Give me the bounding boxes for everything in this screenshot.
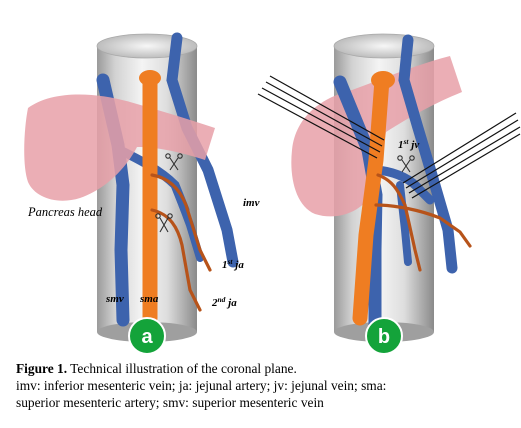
jejunal-vein-lower-a — [171, 181, 204, 262]
panel-badge-b: b — [365, 317, 403, 355]
sma-artery-b — [352, 71, 395, 326]
first-jejunal-vein-b — [373, 165, 435, 205]
caption-title-line: Figure 1. Technical illustration of the … — [16, 360, 516, 377]
label-first-jv: 1st jv — [398, 137, 419, 151]
second-jejunal-artery-a — [150, 208, 202, 312]
label-second-ja: 2nd ja — [211, 295, 237, 309]
clip-icon-a2 — [155, 213, 173, 233]
jejunal-arteries-b — [374, 173, 472, 272]
caption-title: Technical illustration of the coronal pl… — [67, 361, 297, 376]
label-imv: imv — [243, 197, 260, 209]
label-smv: smv — [105, 293, 124, 305]
caption-legend-line-1: imv: inferior mesenteric vein; ja: jejun… — [16, 378, 387, 393]
clip-icon-b — [397, 155, 415, 173]
imv-vein-b — [398, 34, 458, 274]
panel-b: 1st jv b — [257, 33, 521, 355]
retraction-tapes-b — [257, 75, 521, 199]
sma-artery-a — [139, 70, 161, 326]
figure-illustration: Pancreas head imv 1st ja 2nd ja smv sma … — [24, 32, 521, 355]
figure-caption: Figure 1. Technical illustration of the … — [16, 360, 516, 411]
panel-badge-a: a — [128, 317, 166, 355]
svg-text:a: a — [141, 326, 153, 348]
caption-legend-line-2: superior mesenteric artery; smv: superio… — [16, 395, 324, 410]
svg-text:b: b — [378, 326, 390, 348]
figure-label: Figure 1. — [16, 361, 68, 376]
label-first-ja: 1st ja — [222, 257, 244, 271]
label-pancreas-head: Pancreas head — [27, 205, 103, 219]
clip-icon-a1 — [165, 153, 183, 171]
first-jejunal-artery-a — [150, 173, 212, 272]
pancreas-head-a — [24, 94, 215, 201]
jejunal-arteries-a — [150, 173, 212, 312]
label-sma: sma — [139, 293, 159, 305]
panel-a: Pancreas head imv 1st ja 2nd ja smv sma … — [24, 32, 260, 355]
